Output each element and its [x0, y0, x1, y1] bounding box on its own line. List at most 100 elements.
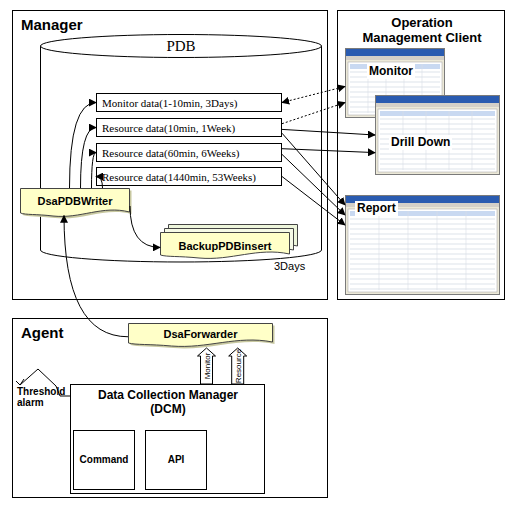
- data-table-box: Monitor data(1-10min, 3Days): [96, 93, 282, 112]
- table-row-line: [350, 234, 495, 235]
- block-arrow: [198, 348, 216, 384]
- dotted-connector: [282, 103, 345, 124]
- table-row-line: [350, 249, 495, 250]
- edge-label: Monitor: [202, 353, 211, 380]
- table-label: Resource data(1440min, 53Weeks): [102, 170, 256, 184]
- table-row-line: [350, 274, 495, 275]
- table-row-line: [350, 284, 495, 285]
- window-titlebar: [346, 49, 444, 56]
- block-arrow: [229, 348, 247, 384]
- table-column-line: [437, 211, 438, 290]
- table-row-line: [350, 229, 495, 230]
- data-flow-arrow: [282, 154, 345, 215]
- data-flow-arrow: [282, 149, 375, 153]
- backup-documents: BackupPDBinsert: [160, 224, 300, 260]
- window-content: [378, 109, 497, 172]
- table-row-line: [350, 269, 495, 270]
- cylinder-top: [41, 35, 322, 58]
- table-row-line: [350, 244, 495, 245]
- data-table-box: Resource data(10min, 1Week): [96, 118, 282, 137]
- data-flow-arrow: [64, 216, 128, 337]
- table-label: Resource data(60min, 6Weeks): [102, 146, 239, 160]
- data-flow-arrow: [282, 129, 375, 135]
- data-flow-arrow: [96, 177, 103, 189]
- agent-box: Agent DsaForwarderData Collection Manager…: [12, 318, 328, 498]
- process-document: DsaForwarder: [128, 323, 273, 348]
- data-flow-arrow: [70, 103, 97, 189]
- table-row-line: [350, 92, 440, 93]
- edge-label: Resource: [233, 349, 242, 383]
- table-column-line: [466, 211, 467, 290]
- client-box: Operation Management ClientMonitorDrill …: [337, 10, 505, 300]
- table-header: [380, 111, 495, 116]
- dotted-connector: [282, 87, 345, 103]
- window-content: [348, 209, 497, 292]
- cylinder-body: [41, 46, 322, 262]
- table-row-line: [380, 154, 495, 155]
- table-column-line: [472, 111, 473, 170]
- table-row-line: [350, 289, 495, 290]
- manager-box: ManagerPDB Monitor data(1-10min, 3Days) Re…: [12, 10, 328, 300]
- process-label: BackupPDBinsert: [160, 239, 290, 253]
- process-label: DsaPDBWriter: [20, 194, 130, 208]
- table-row-line: [350, 264, 495, 265]
- process-document: DsaPDBWriter: [20, 188, 130, 218]
- data-flow-arrow: [81, 128, 97, 189]
- table-row-line: [350, 82, 440, 83]
- drilldown-screenshot: Drill Down: [375, 95, 500, 175]
- threshold-arrowhead: [16, 379, 24, 385]
- window-titlebar: [376, 96, 499, 103]
- table-row-line: [380, 159, 495, 160]
- table-row-line: [380, 119, 495, 120]
- data-flow-arrow: [92, 153, 97, 189]
- window-menubar: [376, 103, 499, 107]
- data-flow-arrow: [282, 177, 345, 226]
- table-row-line: [350, 279, 495, 280]
- data-table-box: Resource data(60min, 6Weeks): [96, 143, 282, 162]
- api-box: API: [145, 430, 207, 490]
- table-row-line: [350, 259, 495, 260]
- table-row-line: [380, 129, 495, 130]
- table-row-line: [350, 87, 440, 88]
- data-table-box: Resource data(1440min, 53Weeks): [96, 167, 282, 186]
- component-label: API: [146, 453, 206, 466]
- data-flow-arrow: [282, 133, 345, 205]
- screen-label: Report: [355, 201, 398, 216]
- table-row-line: [350, 254, 495, 255]
- screen-label: Monitor: [367, 64, 415, 79]
- table-row-line: [380, 169, 495, 170]
- window-menubar: [346, 56, 444, 60]
- table-column-line: [408, 211, 409, 290]
- table-label: Monitor data(1-10min, 3Days): [102, 96, 237, 110]
- table-column-line: [379, 211, 380, 290]
- window-frame: [346, 196, 500, 295]
- table-row-line: [350, 219, 495, 220]
- screen-label: Drill Down: [389, 135, 452, 150]
- group-title: Manager: [21, 15, 83, 34]
- alarm-label: Threshold alarm: [17, 386, 71, 408]
- stacked-page: [161, 233, 290, 259]
- database-label: PDB: [40, 37, 322, 56]
- process-label: DsaForwarder: [128, 327, 273, 341]
- component-label: Command: [74, 453, 134, 466]
- dcm-box: Data Collection Manager (DCM) Command API: [70, 384, 265, 494]
- group-title: Operation Management Client: [354, 15, 490, 45]
- data-flow-arrow: [130, 206, 160, 247]
- group-title: Agent: [21, 323, 64, 342]
- document-shape: [21, 189, 130, 217]
- document-shape: [129, 324, 273, 347]
- table-row-line: [380, 124, 495, 125]
- command-box: Command: [73, 430, 135, 490]
- note-label: 3Days: [274, 259, 305, 273]
- document-shape: [161, 233, 290, 259]
- component-title: Data Collection Manager (DCM): [88, 388, 248, 416]
- window-frame: [376, 96, 500, 175]
- table-label: Resource data(10min, 1Week): [102, 121, 235, 135]
- report-screenshot: Report: [345, 195, 500, 295]
- table-row-line: [350, 239, 495, 240]
- table-row-line: [380, 164, 495, 165]
- table-row-line: [350, 224, 495, 225]
